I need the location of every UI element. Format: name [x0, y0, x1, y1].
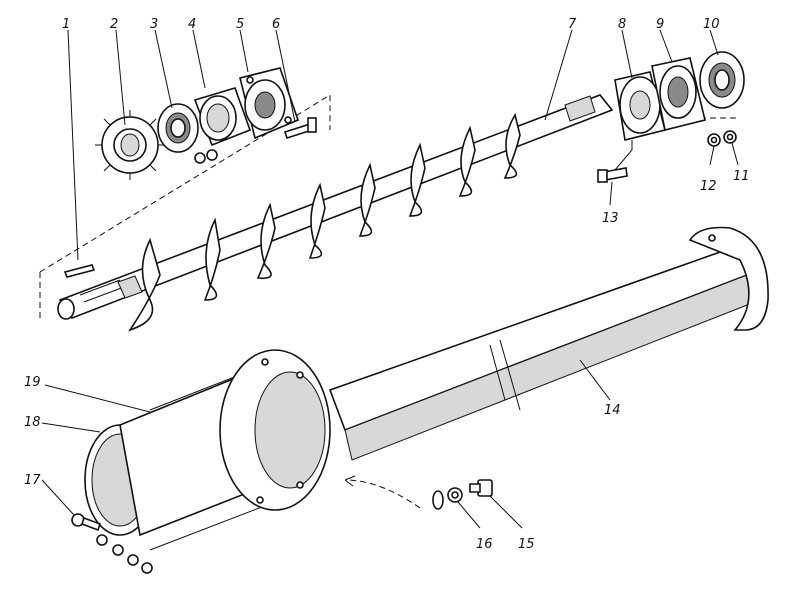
part-1-key [63, 264, 96, 278]
label-6: 6 [272, 17, 280, 32]
part-3-bearing [157, 103, 199, 153]
part-5-flange [239, 67, 300, 140]
assembly-line-left [39, 94, 331, 318]
part-10-bearing [699, 51, 745, 109]
label-18: 18 [24, 415, 41, 430]
label-19: 19 [24, 375, 41, 390]
auger-flights [128, 95, 596, 332]
part-11-nut [723, 130, 737, 144]
label-15: 15 [518, 537, 535, 552]
assembly-arrowhead [344, 475, 356, 487]
part-15-bolt [469, 479, 493, 497]
label-3: 3 [150, 17, 158, 32]
label-9: 9 [656, 17, 664, 32]
assembly-arrow [344, 479, 421, 509]
label-10: 10 [703, 17, 720, 32]
label-14: 14 [604, 403, 621, 418]
label-7: 7 [568, 17, 577, 32]
label-5: 5 [236, 17, 244, 32]
washers-left [194, 149, 218, 164]
label-11: 11 [733, 169, 750, 184]
part-12-washer [707, 133, 721, 147]
part-14-tube [328, 226, 769, 461]
label-8: 8 [618, 17, 626, 32]
label-4: 4 [188, 17, 196, 32]
leader-lines [41, 29, 739, 529]
part-6-bolt [283, 117, 317, 140]
label-13: 13 [602, 211, 619, 226]
label-2: 2 [110, 17, 118, 32]
part-2-sprocket [95, 110, 165, 180]
part-17-bolts [71, 513, 153, 574]
label-12: 12 [700, 179, 717, 194]
label-1: 1 [62, 17, 70, 32]
part-19-flange [219, 349, 331, 511]
part-4-housing [193, 87, 252, 147]
part-16-washer [432, 487, 463, 510]
part-9-housing [651, 57, 706, 131]
label-16: 16 [476, 537, 493, 552]
label-17: 17 [24, 473, 41, 488]
part-13-bolt [597, 140, 633, 183]
